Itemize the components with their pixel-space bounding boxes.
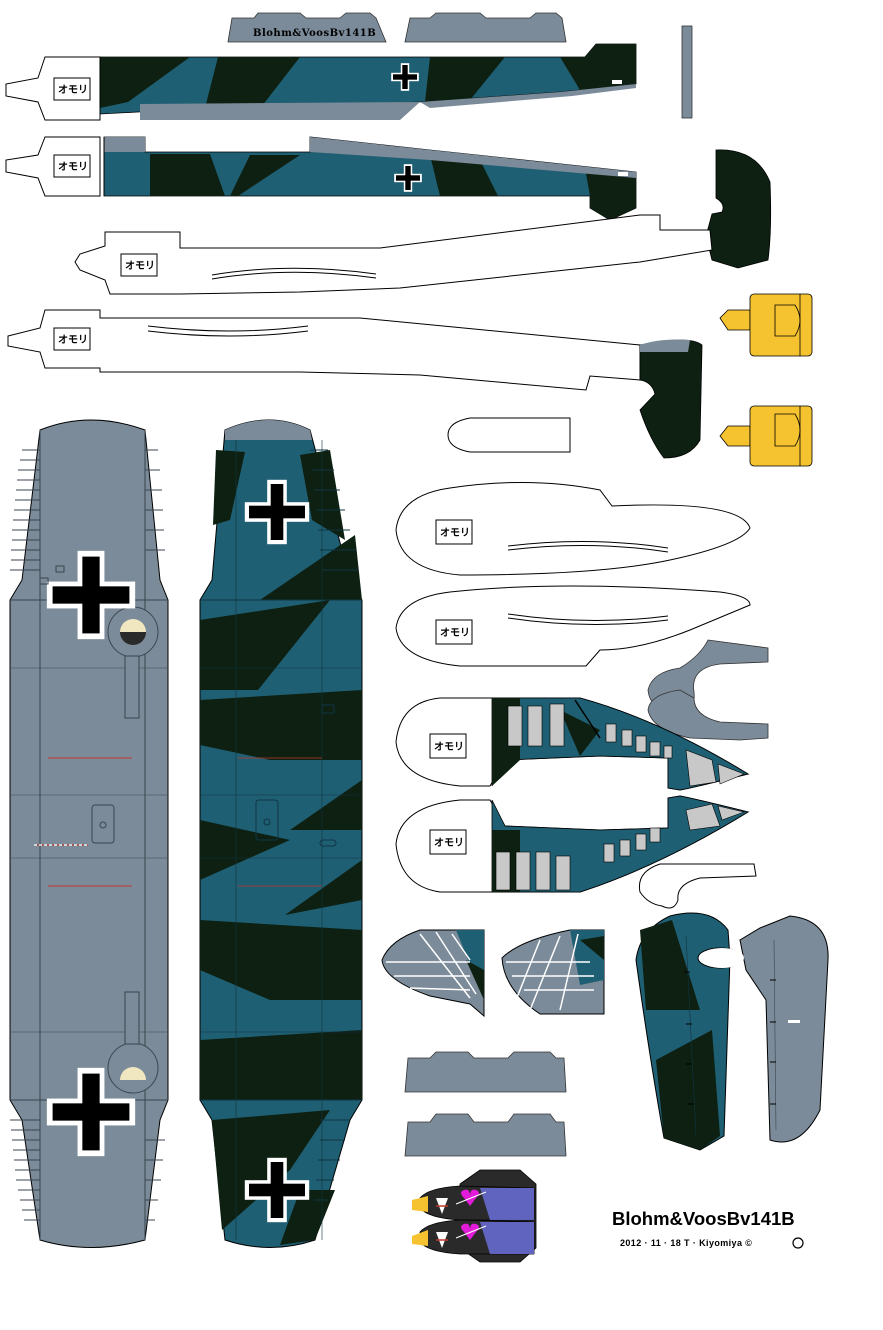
nacelle-panel-1: オモリ [395, 481, 751, 576]
spine-strip-3 [404, 1051, 567, 1093]
fuselage-spine-strip-2 [404, 12, 567, 43]
drop-tank-pair [412, 1169, 537, 1263]
nose-glass-right [501, 929, 605, 1015]
title-block: Blohm&VoosBv141B 2012 · 11 · 18 T · Kiyo… [612, 1208, 874, 1248]
stabilizer-bottom [700, 915, 829, 1143]
canopy-panel-2: オモリ [395, 795, 750, 893]
spine-strip-4 [404, 1113, 567, 1157]
nose-glass-left [381, 929, 485, 1018]
tail-fin-lower [639, 339, 703, 459]
weight-label: オモリ [58, 334, 88, 346]
wing-underside [9, 419, 169, 1248]
weight-label: オモリ [440, 527, 470, 539]
strip-label: Blohm&VoosBv141B [253, 28, 376, 39]
stabilizer-top [635, 912, 743, 1151]
weight-label: オモリ [58, 161, 88, 173]
fuselage-inner-1: オモリ [74, 214, 713, 295]
fuselage-spine-strip: Blohm&VoosBv141B [227, 12, 387, 43]
weight-label: オモリ [434, 741, 464, 753]
small-strut [681, 25, 693, 119]
white-hook [638, 863, 757, 909]
kit-credit: 2012 · 11 · 18 T · Kiyomiya © [620, 1238, 753, 1248]
weight-label: オモリ [440, 627, 470, 639]
weight-label: オモリ [434, 837, 464, 849]
fuselage-inner-2: オモリ [7, 309, 641, 391]
canopy-panel-1: オモリ [395, 697, 750, 791]
fuselage-side-left: オモリ [5, 43, 637, 121]
kit-title: Blohm&VoosBv141B [612, 1208, 795, 1229]
nacelle-panel-2: オモリ [395, 585, 751, 667]
engine-cowl-yellow-1 [719, 293, 813, 357]
small-white-piece [447, 417, 571, 453]
fuselage-side-right: オモリ [5, 136, 637, 221]
copyright-icon [792, 1237, 804, 1249]
wing-topside [199, 419, 363, 1248]
weight-label: オモリ [125, 260, 155, 272]
tail-fin-upper [705, 149, 772, 269]
weight-label: オモリ [58, 84, 88, 96]
engine-cowl-yellow-2 [719, 405, 813, 467]
